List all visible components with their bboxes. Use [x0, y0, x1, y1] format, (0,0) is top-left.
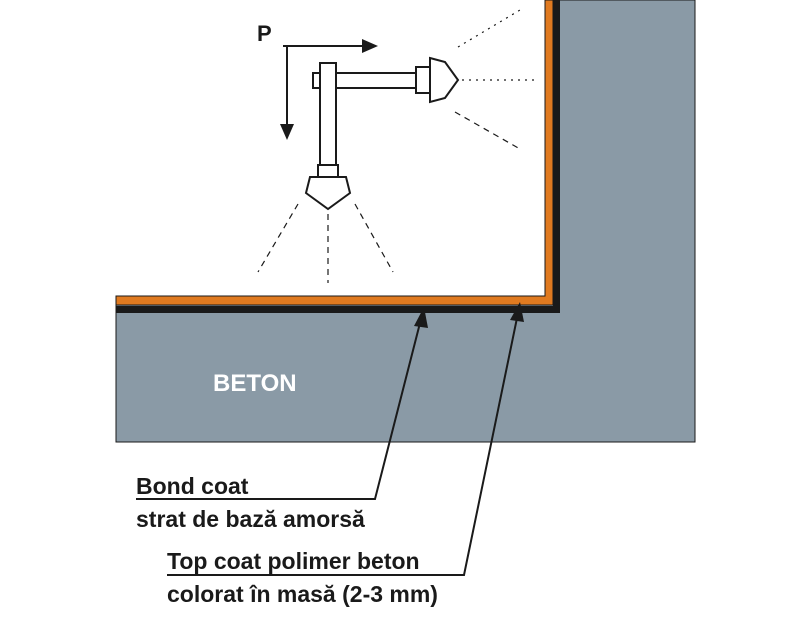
- force-arrows: P: [257, 21, 378, 140]
- force-label: P: [257, 21, 272, 46]
- leader-bond-coat: [136, 307, 428, 500]
- concrete-substrate: [115, 0, 696, 443]
- top-coat-label: Top coat polimer beton: [167, 548, 420, 574]
- substrate-label: BETON: [213, 370, 297, 397]
- arrow-right-head: [362, 39, 378, 53]
- spray-gun: [304, 56, 460, 211]
- arrow-down-head: [280, 124, 294, 140]
- bond-coat-label: Bond coat: [136, 473, 249, 499]
- nozzle-right-icon: [415, 56, 460, 104]
- top-coat-layer: [115, 0, 554, 306]
- top-coat-description: colorat în masă (2-3 mm): [167, 581, 438, 607]
- spray-pattern-down: [257, 203, 394, 283]
- leader-top-coat: [167, 302, 524, 576]
- bond-coat-description: strat de bază amorsă: [136, 506, 365, 532]
- nozzle-down-icon: [304, 164, 352, 211]
- spray-arm-vertical: [319, 62, 337, 168]
- spray-pattern-right: [454, 9, 537, 150]
